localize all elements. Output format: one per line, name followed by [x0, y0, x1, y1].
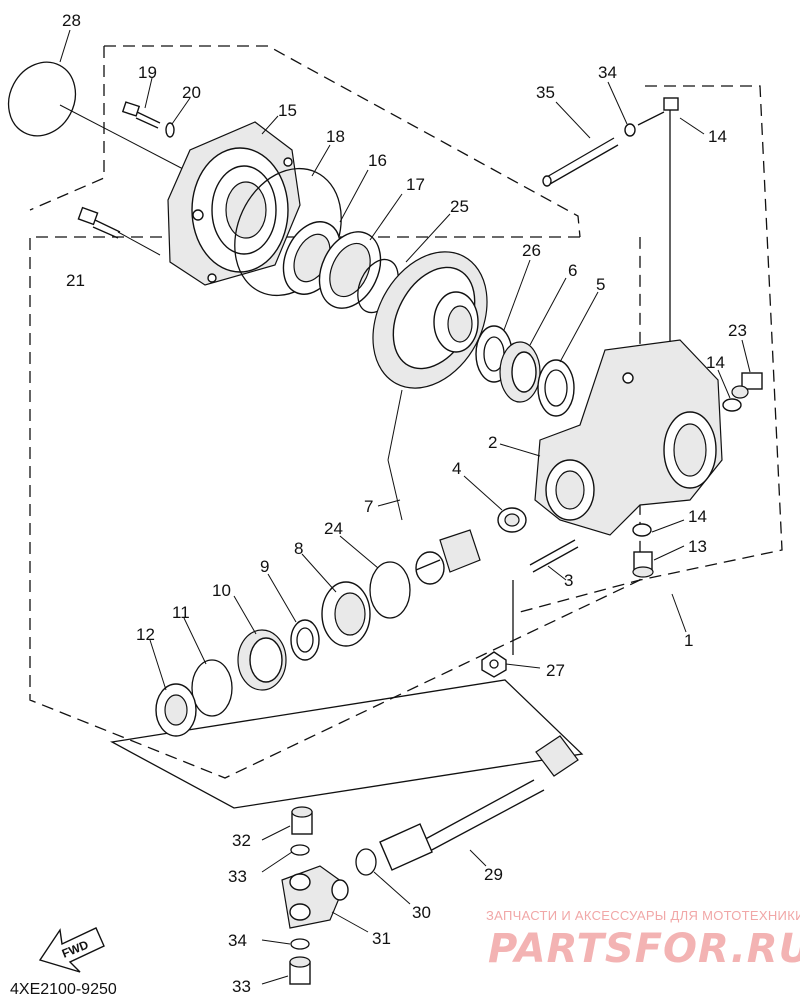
shim-5	[537, 359, 575, 417]
callout-5: 5	[596, 275, 605, 294]
plug-23	[731, 372, 763, 399]
circlip-33-upper	[290, 844, 310, 856]
callout-22: 21	[66, 271, 85, 290]
callout-21: 20	[182, 83, 201, 102]
group-outline-shaft	[110, 679, 584, 809]
group-outline-right	[519, 85, 783, 613]
callout-29: 29	[484, 865, 503, 884]
callout-23: 23	[728, 321, 747, 340]
bolt-20	[121, 101, 161, 129]
leader-lines	[59, 29, 751, 985]
circlip-30	[355, 848, 377, 876]
callout-14-lower: 14	[688, 507, 707, 526]
callout-24: 24	[324, 519, 343, 538]
bearing-8	[321, 581, 371, 647]
callout-10: 10	[212, 581, 231, 600]
drive-shaft-29	[379, 735, 579, 871]
bearing-cup-32-lower	[289, 956, 311, 985]
bearing-6	[499, 341, 541, 403]
callout-7: 7	[364, 497, 373, 516]
callout-4: 4	[452, 459, 461, 478]
pinion-gear-7	[415, 529, 481, 585]
callout-16: 15	[278, 101, 297, 120]
callout-1: 1	[684, 631, 693, 650]
group-outline-top-left	[29, 46, 105, 211]
o-ring-24	[369, 561, 411, 619]
bearing-cup-32-upper	[291, 806, 313, 835]
callout-34: 34	[598, 63, 617, 82]
o-ring-11	[191, 659, 233, 717]
bolt-22	[77, 206, 161, 256]
bush-4	[497, 507, 527, 533]
collar-9	[290, 619, 320, 661]
diagram-part-number: 4XE2100-9250	[10, 981, 117, 998]
group-outline-upper	[29, 45, 641, 779]
callout-27: 27	[546, 661, 565, 680]
callout-8: 8	[294, 539, 303, 558]
nut-27	[481, 651, 507, 678]
breather-15	[637, 97, 679, 342]
callout-32-lower: 33	[232, 977, 251, 996]
callout-35: 35	[536, 83, 555, 102]
fwd-arrow-icon: FWD	[38, 927, 105, 973]
callout-28: 28	[62, 11, 81, 30]
housing-2	[534, 339, 723, 536]
callout-14-upper: 14	[706, 353, 725, 372]
callout-31: 31	[372, 929, 391, 948]
callout-9: 9	[260, 557, 269, 576]
clip-34	[624, 123, 636, 137]
circlip-33-lower	[290, 938, 310, 950]
watermark-brand: PARTSFOR.RU	[488, 926, 800, 972]
bearing-retainer-10	[237, 629, 287, 691]
callout-15: 14	[708, 127, 727, 146]
callout-30: 30	[412, 903, 431, 922]
stud-3	[512, 539, 579, 655]
callout-19: 18	[326, 127, 345, 146]
drain-plug-13	[632, 551, 654, 578]
callout-12: 12	[136, 625, 155, 644]
callout-33-upper: 33	[228, 867, 247, 886]
callout-2: 2	[488, 433, 497, 452]
watermark: ЗАПЧАСТИ И АКСЕССУАРЫ ДЛЯ МОТОТЕХНИКИ PA…	[486, 908, 800, 972]
washer-21	[165, 122, 175, 138]
washer-14-upper	[722, 398, 742, 412]
shim-18	[318, 231, 399, 314]
callout-26: 25	[450, 197, 469, 216]
ring-gear-26	[372, 251, 488, 521]
pin-35	[542, 137, 619, 187]
callout-17: 16	[368, 151, 387, 170]
callout-6: 6	[568, 261, 577, 280]
watermark-tagline: ЗАПЧАСТИ И АКСЕССУАРЫ ДЛЯ МОТОТЕХНИКИ	[486, 908, 800, 923]
callout-18: 17	[406, 175, 425, 194]
o-ring-28	[7, 61, 186, 171]
callout-20: 19	[138, 63, 157, 82]
callout-3: 3	[564, 571, 573, 590]
cover-16	[167, 121, 301, 286]
callout-33-lower: 34	[228, 931, 247, 950]
callout-25: 26	[522, 241, 541, 260]
callout-11: 11	[172, 603, 190, 622]
washer-14-lower	[632, 523, 652, 537]
oil-seal-12	[155, 683, 197, 737]
universal-joint-31	[281, 865, 349, 929]
callout-13: 13	[688, 537, 707, 556]
callout-32-upper: 32	[232, 831, 251, 850]
callout-labels: 28 19 20 15 18 16 17 25 21 35 34 14 26 6…	[62, 11, 747, 996]
